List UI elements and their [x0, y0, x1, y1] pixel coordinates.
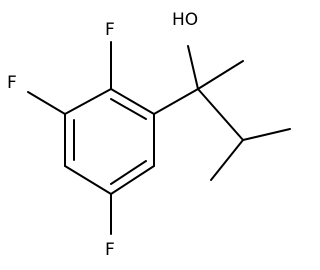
atom-labels: HO F F F	[7, 10, 198, 260]
bond-isopropyl-methyl-b	[210, 139, 244, 181]
bond-isopropyl-methyl-a	[242, 128, 291, 141]
bond-ring-to-carbinol	[153, 88, 199, 115]
ring-bond-c2-c3	[64, 88, 112, 115]
bond-carbinol-to-oh	[187, 45, 199, 90]
bond-ring-to-f-meta	[27, 91, 66, 115]
ring-bond-c1-c2	[110, 88, 155, 115]
bond-carbinol-to-methyl	[197, 60, 244, 90]
ring-double-bond-inner-3	[110, 160, 147, 185]
ring-bond-c5-c6	[110, 165, 155, 195]
atom-label-fluorine-para: F	[105, 240, 115, 260]
ring-bond-c4-c5	[64, 165, 112, 195]
structure-drawing: HO F F F	[7, 10, 291, 260]
bonds	[27, 41, 291, 235]
atom-label-hydroxyl: HO	[172, 10, 198, 30]
bond-carbinol-to-isopropyl	[197, 88, 244, 141]
ring-double-bond-inner-1	[110, 98, 147, 120]
atom-label-fluorine-meta: F	[7, 73, 17, 93]
atom-label-fluorine-ortho: F	[105, 20, 115, 40]
molecule-canvas: HO F F F	[7, 10, 291, 260]
